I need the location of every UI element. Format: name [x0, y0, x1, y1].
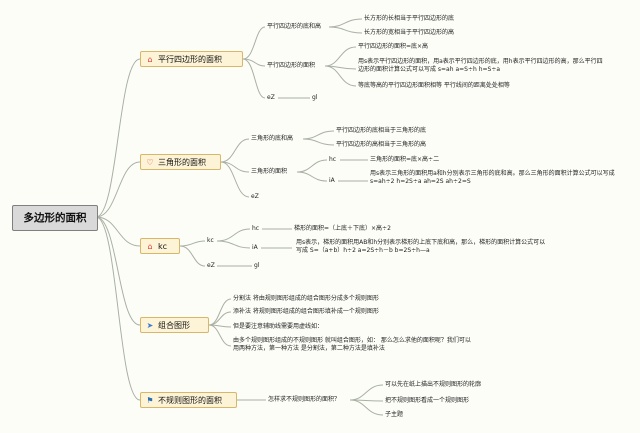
flag-icon: ⚑ [146, 396, 154, 405]
branch-label: kc [158, 242, 168, 251]
leaf-combo-2[interactable]: 添补法 将规则图形组成的组合图形填补成一个规则图形 [233, 308, 379, 315]
topic-kc[interactable]: kc [207, 237, 214, 244]
topic-para-base-height[interactable]: 平行四边形的底和高 [267, 23, 322, 30]
leaf-combo-1[interactable]: 分割法 将由规则图形组成的组合图形分成多个规则图形 [233, 295, 379, 302]
leaf-para-5[interactable]: 等底等高的平行四边形面积相等 平行线间的距离处处相等 [358, 82, 510, 89]
topic-kc-ez[interactable]: eZ [207, 262, 215, 269]
branch-irregular-area[interactable]: ⚑ 不规则图形的面积 [140, 392, 237, 408]
leaf-para-3[interactable]: 平行四边形的面积=底×高 [358, 43, 429, 50]
topic-kc-hc[interactable]: hc [252, 225, 260, 232]
topic-tri-area[interactable]: 三角形的面积 [251, 168, 288, 175]
root-topic[interactable]: 多边形的面积 [12, 205, 98, 231]
leaf-tri-3[interactable]: 三角形的面积=底×高÷二 [370, 156, 440, 163]
branch-triangle-area[interactable]: ♡ 三角形的面积 [140, 154, 221, 170]
leaf-tri-4[interactable]: 用s表示三角形的面积用a和h分别表示三角形的底和高。那么三角形的面积计算公式可以… [370, 170, 615, 185]
branch-label: 组合图形 [158, 321, 190, 330]
branch-label: 平行四边形的面积 [158, 55, 222, 64]
topic-para-area[interactable]: 平行四边形的面积 [267, 62, 316, 69]
leaf-para-4[interactable]: 用s表示平行四边形的面积，用a表示平行四边形的底，用h表示平行四边形的高，那么平… [358, 58, 603, 73]
heart-icon: ♡ [146, 158, 154, 167]
topic-irregular-how[interactable]: 怎样求不规则图形的面积？ [268, 396, 341, 403]
topic-kc-ia[interactable]: iA [252, 244, 258, 251]
leaf-irregular-1[interactable]: 可以先在纸上描出不规则图形的轮廓 [385, 381, 482, 388]
branch-parallelogram-area[interactable]: ⌂ 平行四边形的面积 [140, 51, 243, 67]
leaf-para-2[interactable]: 长方形的宽相当于平行四边形的高 [364, 29, 455, 36]
leaf-tri-2[interactable]: 平行四边形的高相当于三角形的高 [336, 141, 427, 148]
leaf-para-1[interactable]: 长方形的长相当于平行四边形的底 [364, 15, 455, 22]
leaf-tri-1[interactable]: 平行四边形的底相当于三角形的底 [336, 127, 427, 134]
leaf-kc-1[interactable]: 梯形的面积=（上底＋下底）×高÷2 [294, 225, 391, 232]
branch-label: 三角形的面积 [158, 158, 206, 167]
paper-plane-icon: ➤ [146, 321, 154, 330]
leaf-combo-4[interactable]: 由多个规则图形组成的不规则图形 就叫组合图形，如： 那么怎么求他的面积呢？我们可… [233, 337, 471, 352]
topic-tri-hc[interactable]: hc [329, 156, 337, 163]
leaf-kc-2[interactable]: 用s表示，梯形的面积用AB和h分别表示梯形的上底下底和高，那么，梯形的面积计算公… [296, 239, 546, 254]
topic-tri-ez[interactable]: eZ [251, 193, 259, 200]
topic-para-ez[interactable]: eZ [267, 94, 275, 101]
leaf-irregular-3[interactable]: 子主题 [385, 411, 404, 418]
leaf-combo-3[interactable]: 但是要注意辅助线需要用虚线如： [233, 323, 324, 330]
topic-tri-base-height[interactable]: 三角形的底和高 [251, 135, 294, 142]
house-icon: ⌂ [147, 55, 153, 64]
leaf-kc-gl[interactable]: gl [254, 262, 260, 269]
branch-composite-shapes[interactable]: ➤ 组合图形 [140, 317, 209, 333]
branch-label: 不规则图形的面积 [158, 396, 222, 405]
leaf-para-gl[interactable]: gl [312, 94, 318, 101]
topic-tri-ia[interactable]: iA [329, 177, 335, 184]
branch-kc[interactable]: ⌂ kc [140, 238, 180, 254]
leaf-irregular-2[interactable]: 把不规则图形看成一个规则图形 [385, 397, 470, 404]
house-icon: ⌂ [147, 242, 153, 251]
